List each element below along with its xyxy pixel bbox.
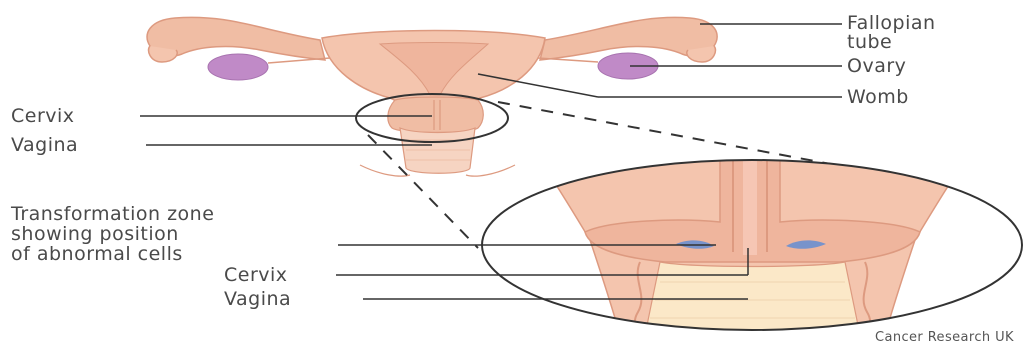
label-womb: Womb bbox=[847, 87, 909, 107]
label-cervix-top: Cervix bbox=[11, 106, 75, 126]
zoomed-cervix-inset bbox=[480, 160, 1024, 340]
label-transformation-zone: Transformation zone showing position of … bbox=[11, 204, 214, 264]
credit-text: Cancer Research UK bbox=[875, 330, 1014, 345]
upper-vagina bbox=[400, 128, 475, 173]
upper-cervix bbox=[388, 97, 483, 133]
label-fallopian-tube: Fallopian tube bbox=[847, 14, 936, 52]
label-ovary: Ovary bbox=[847, 56, 906, 76]
zoom-line-right bbox=[498, 102, 852, 168]
left-ovary bbox=[208, 54, 268, 80]
label-vagina-bottom: Vagina bbox=[224, 289, 291, 309]
label-cervix-bottom: Cervix bbox=[224, 265, 288, 285]
label-vagina-top: Vagina bbox=[11, 135, 78, 155]
